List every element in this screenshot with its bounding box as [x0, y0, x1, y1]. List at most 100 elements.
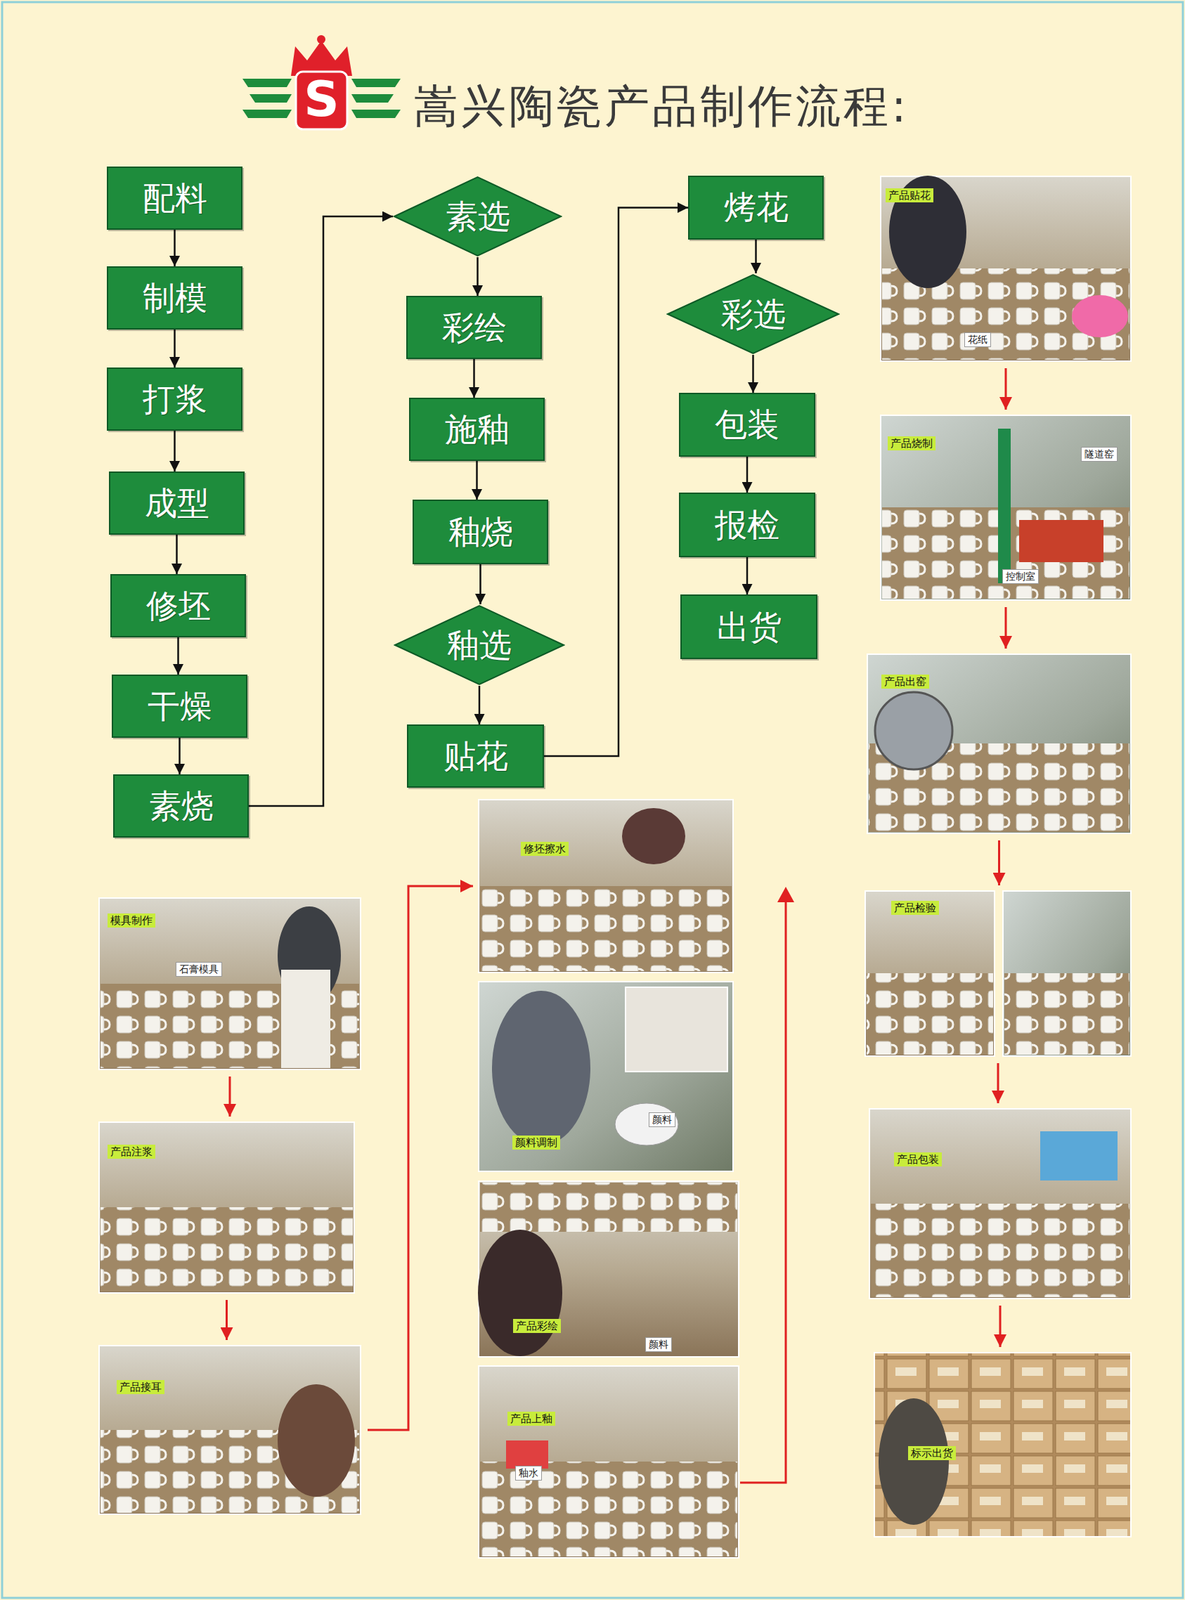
logo — [242, 35, 401, 130]
photo-arrow — [1005, 368, 1008, 410]
photo — [865, 891, 1131, 1057]
flow-arrow — [746, 557, 749, 595]
flow-arrow — [173, 430, 176, 472]
step-label: 配料 — [142, 180, 208, 217]
flow-arrow — [544, 208, 689, 757]
process-box: 报检 — [678, 492, 816, 558]
step-label: 釉烧 — [448, 514, 514, 551]
photo-panel: 产品彩绘颜料 — [478, 1181, 739, 1358]
step-label: 报检 — [714, 507, 780, 544]
photo-panel: 产品出窑 — [867, 654, 1131, 834]
photo-panel: 模具制作石膏模具 — [99, 898, 361, 1070]
process-box: 成型 — [108, 471, 245, 535]
step-label: 素选 — [445, 198, 511, 235]
photo-callout: 釉水 — [515, 1466, 542, 1481]
flow-arrow — [754, 239, 757, 274]
process-box: 干燥 — [111, 674, 248, 738]
flow-arrow — [752, 354, 755, 393]
photo-panel: 修坯擦水 — [478, 799, 734, 973]
process-box: 施釉 — [409, 397, 545, 462]
flow-arrow — [476, 257, 479, 296]
photo-tag: 产品包装 — [894, 1152, 942, 1167]
step-label: 打浆 — [142, 381, 208, 418]
photo-tag: 产品注浆 — [107, 1144, 156, 1159]
photo — [880, 415, 1131, 601]
photo-callout: 控制室 — [1002, 569, 1039, 585]
flow-arrow — [740, 886, 795, 1484]
photo-arrow — [225, 1300, 228, 1341]
photo-panel: 产品烧制隧道窑控制室 — [880, 415, 1131, 601]
step-label: 施釉 — [444, 411, 510, 448]
flow-arrow — [173, 229, 176, 267]
photo-panel: 产品贴花花纸 — [880, 176, 1131, 362]
photo-tag: 修坯擦水 — [520, 842, 569, 857]
photo — [478, 799, 734, 973]
photo-callout: 石膏模具 — [175, 962, 223, 977]
step-label: 出货 — [716, 609, 782, 646]
process-box: 釉烧 — [412, 499, 549, 565]
photo — [867, 654, 1131, 834]
photo — [99, 1345, 361, 1515]
step-label: 成型 — [144, 485, 210, 522]
photo-panel: 产品接耳 — [99, 1345, 361, 1515]
step-label: 包装 — [714, 406, 780, 443]
photo-tag: 模具制作 — [107, 913, 156, 928]
logo-letter: S — [295, 70, 348, 128]
flow-arrow — [173, 329, 176, 368]
step-label: 修坯 — [146, 588, 211, 625]
process-box: 包装 — [678, 392, 816, 457]
flow-arrow — [177, 637, 180, 675]
photo — [477, 1181, 739, 1358]
decision-diamond: 釉选 — [393, 604, 566, 686]
decision-diamond: 素选 — [392, 175, 563, 258]
photo — [478, 1366, 739, 1559]
flow-arrow — [475, 461, 478, 500]
step-label: 烤花 — [723, 189, 789, 226]
photo-tag: 产品上釉 — [507, 1412, 556, 1427]
photo-tag: 颜料调制 — [512, 1135, 561, 1150]
flow-arrow — [478, 685, 481, 725]
flow-arrow — [178, 737, 181, 775]
step-label: 制模 — [142, 280, 208, 317]
flow-arrow — [175, 534, 178, 575]
photo — [880, 175, 1131, 362]
photo-arrow — [998, 840, 1001, 886]
process-box: 制模 — [106, 266, 243, 330]
process-box: 烤花 — [688, 175, 824, 240]
step-label: 贴花 — [443, 738, 509, 775]
photo-panel: 产品检验 — [865, 891, 1131, 1057]
flow-arrow — [479, 564, 482, 605]
photo-tag: 产品出窑 — [881, 674, 930, 689]
process-box: 配料 — [106, 166, 243, 230]
photo-panel: 标示出货 — [874, 1352, 1131, 1538]
process-box: 修坯 — [110, 574, 246, 638]
photo-panel: 产品上釉釉水 — [478, 1366, 739, 1559]
photo-callout: 颜料 — [645, 1337, 672, 1353]
photo-tag: 标示出货 — [908, 1446, 956, 1461]
decision-diamond: 彩选 — [666, 273, 840, 355]
photo-tag: 产品贴花 — [885, 188, 934, 203]
photo-callout: 花纸 — [964, 332, 992, 348]
step-label: 彩选 — [721, 296, 786, 333]
photo-tag: 产品接耳 — [116, 1380, 165, 1395]
photo — [99, 898, 361, 1070]
photo-callout: 颜料 — [648, 1112, 676, 1128]
step-label: 釉选 — [447, 627, 512, 664]
process-box: 出货 — [680, 594, 818, 660]
photo — [478, 981, 734, 1172]
photo-callout: 隧道窑 — [1080, 447, 1118, 462]
process-box: 打浆 — [106, 367, 243, 431]
process-box: 彩绘 — [406, 295, 542, 360]
photo-arrow — [997, 1063, 1000, 1104]
photo — [874, 1352, 1131, 1538]
photo — [869, 1109, 1131, 1299]
photo-panel: 颜料调制 颜料 — [478, 981, 734, 1172]
process-box: 素烧 — [113, 774, 249, 838]
photo — [99, 1122, 355, 1294]
photo-panel: 产品包装 — [869, 1109, 1131, 1299]
step-label: 干燥 — [147, 688, 213, 725]
flow-arrow — [746, 456, 749, 493]
photo-arrow — [367, 886, 474, 1431]
step-label: 素烧 — [149, 788, 214, 825]
